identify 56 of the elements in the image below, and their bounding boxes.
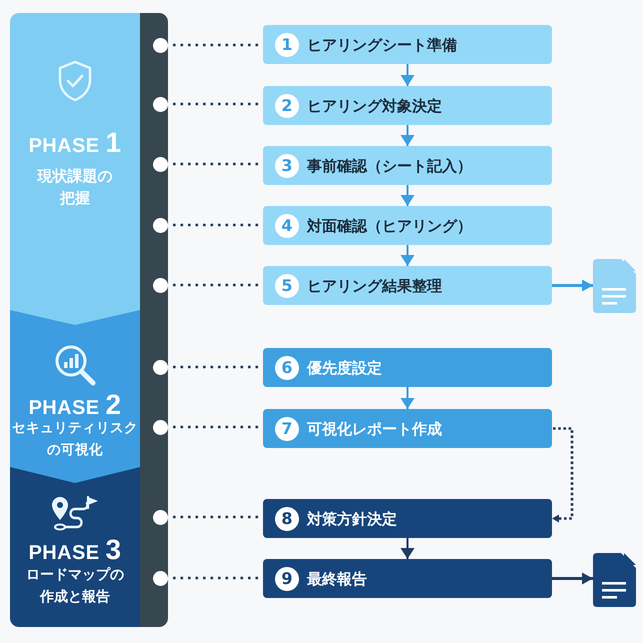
timeline-dot — [153, 570, 168, 586]
step-number: 5 — [275, 274, 299, 298]
timeline-dot — [153, 360, 168, 374]
step-title: 最終報告 — [307, 568, 367, 588]
step-title: 可視化レポート作成 — [307, 418, 442, 438]
phase-heading: PHASE 3 — [28, 535, 122, 567]
step-title: ヒアリング結果整理 — [307, 276, 442, 296]
step-box — [263, 86, 552, 125]
document-icon — [593, 259, 636, 313]
step-number: 7 — [275, 416, 299, 440]
phase-title: セキュリティリスクの可視化 — [12, 419, 138, 460]
timeline-dot — [153, 218, 168, 232]
step-number: 4 — [275, 214, 299, 238]
phase-heading: PHASE 1 — [28, 128, 122, 160]
step-box — [263, 348, 552, 387]
step-title: 対策方針決定 — [307, 508, 397, 528]
timeline-dot — [153, 510, 168, 524]
arrow — [402, 185, 413, 206]
arrow — [402, 64, 413, 86]
phase-band — [10, 467, 140, 627]
timeline-bar — [140, 13, 168, 627]
step-title: 対面確認（ヒアリング） — [307, 216, 472, 236]
arrow — [402, 387, 413, 409]
timeline-dot — [153, 96, 168, 112]
step-box — [263, 559, 552, 598]
timeline-dot — [153, 156, 168, 172]
step-number: 9 — [275, 566, 299, 590]
step-box — [263, 146, 552, 185]
phase-band — [10, 13, 140, 325]
timeline-dot — [153, 38, 168, 52]
step-number: 3 — [275, 154, 299, 178]
arrow — [402, 245, 413, 266]
step-title: ヒアリング対象決定 — [307, 96, 442, 116]
arrow — [552, 280, 593, 291]
arrow — [552, 573, 593, 584]
step-number: 6 — [275, 356, 299, 380]
timeline-dot — [153, 278, 168, 292]
arrow — [402, 125, 413, 146]
document-icon — [593, 553, 636, 607]
step-box — [263, 499, 552, 538]
timeline-dot — [153, 420, 168, 434]
step-box — [263, 206, 552, 245]
step-number: 2 — [275, 94, 299, 118]
step-title: 事前確認（シート記入） — [307, 156, 472, 176]
step-number: 8 — [275, 506, 299, 530]
phase-title: ロードマップの作成と報告 — [25, 566, 125, 607]
arrow — [402, 538, 413, 559]
step-number: 1 — [275, 32, 299, 56]
dotted-arrow — [552, 427, 574, 522]
step-title: 優先度設定 — [307, 358, 382, 378]
step-box — [263, 25, 552, 64]
step-box — [263, 409, 552, 448]
step-title: ヒアリングシート準備 — [307, 34, 457, 54]
phase-heading: PHASE 2 — [28, 390, 122, 422]
step-box — [263, 266, 552, 305]
phase-title: 現状課題の把握 — [36, 166, 114, 209]
